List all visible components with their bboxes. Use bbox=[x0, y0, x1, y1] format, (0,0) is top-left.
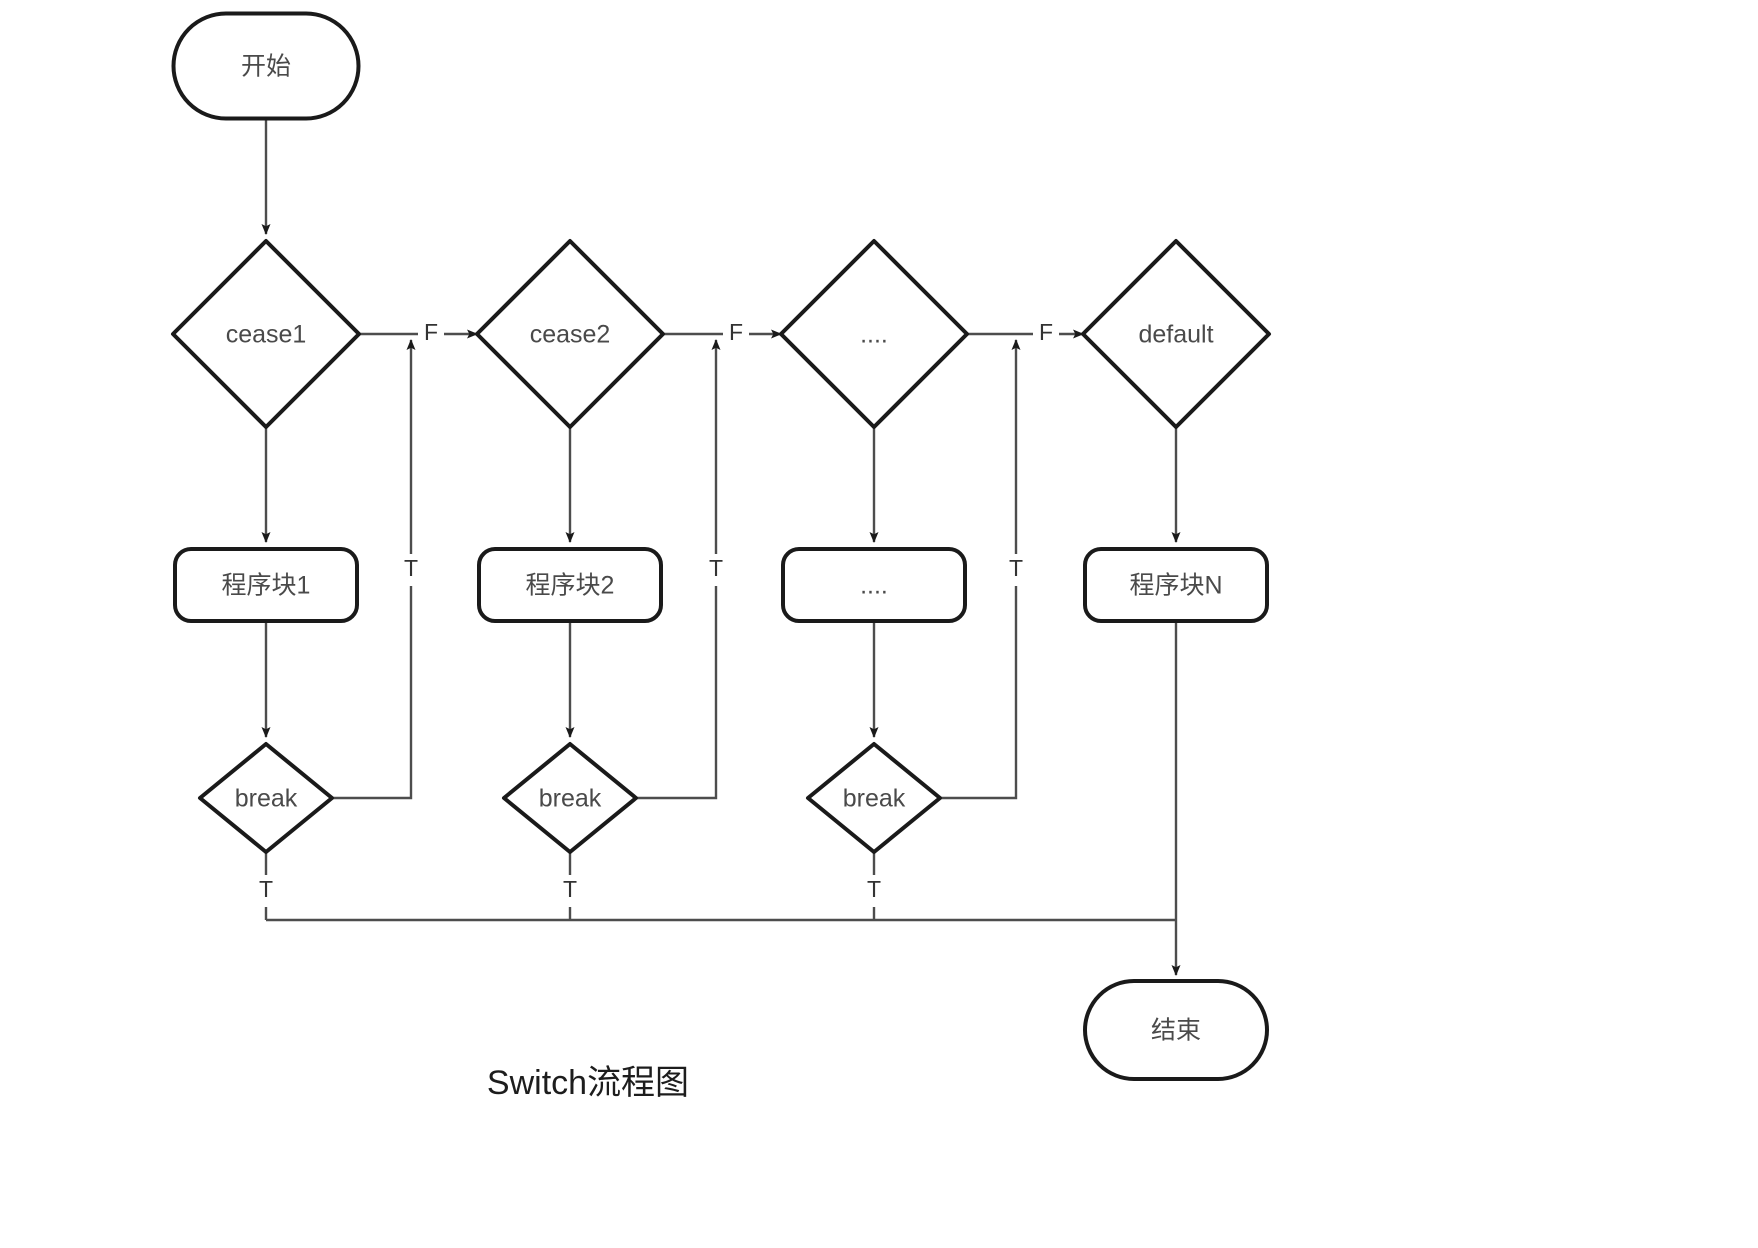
edge-label-layer: F F F T T T T T T bbox=[254, 318, 1059, 907]
edge-label-t-bus-1: T bbox=[259, 876, 273, 902]
edge-label-f-2: F bbox=[729, 319, 743, 345]
node-break1-label: break bbox=[235, 785, 298, 813]
node-block2-label: 程序块2 bbox=[526, 572, 615, 600]
node-break3-label: break bbox=[843, 785, 906, 813]
diagram-title: Switch流程图 bbox=[487, 1064, 689, 1102]
node-cease2[interactable]: cease2 bbox=[475, 239, 665, 429]
node-block1[interactable]: 程序块1 bbox=[173, 547, 359, 623]
node-blockn[interactable]: 程序块N bbox=[1083, 547, 1269, 623]
node-break1[interactable]: break bbox=[198, 742, 334, 854]
edge-break2-feedback-up bbox=[636, 339, 721, 800]
node-start-label: 开始 bbox=[241, 53, 291, 81]
node-layer: 开始 cease1 cease2 .... default bbox=[171, 11, 1271, 1081]
node-ceasen[interactable]: .... bbox=[779, 239, 969, 429]
node-break3[interactable]: break bbox=[806, 742, 942, 854]
edge-label-f-3: F bbox=[1039, 319, 1053, 345]
node-end-label: 结束 bbox=[1151, 1017, 1201, 1045]
edge-label-t-feedback-1: T bbox=[404, 555, 418, 581]
node-start[interactable]: 开始 bbox=[171, 11, 361, 121]
node-block1-label: 程序块1 bbox=[222, 572, 311, 600]
node-default-label: default bbox=[1138, 321, 1213, 349]
edge-break1-feedback-up bbox=[332, 339, 416, 800]
node-blockn-label: 程序块N bbox=[1129, 572, 1222, 600]
node-blockdots-label: .... bbox=[860, 572, 888, 600]
node-blockdots[interactable]: .... bbox=[781, 547, 967, 623]
edge-layer bbox=[261, 119, 1181, 976]
edge-label-t-feedback-3: T bbox=[1009, 555, 1023, 581]
node-end[interactable]: 结束 bbox=[1083, 979, 1269, 1081]
node-default[interactable]: default bbox=[1081, 239, 1271, 429]
node-cease1[interactable]: cease1 bbox=[171, 239, 361, 429]
edge-label-t-bus-3: T bbox=[867, 876, 881, 902]
node-break2-label: break bbox=[539, 785, 602, 813]
edge-break3-feedback-up bbox=[940, 339, 1021, 800]
node-break2[interactable]: break bbox=[502, 742, 638, 854]
node-cease2-label: cease2 bbox=[530, 321, 611, 349]
edge-label-t-bus-2: T bbox=[563, 876, 577, 902]
edge-label-t-feedback-2: T bbox=[709, 555, 723, 581]
edge-label-f-1: F bbox=[424, 319, 438, 345]
node-cease1-label: cease1 bbox=[226, 321, 307, 349]
node-block2[interactable]: 程序块2 bbox=[477, 547, 663, 623]
node-ceasen-label: .... bbox=[860, 321, 888, 349]
